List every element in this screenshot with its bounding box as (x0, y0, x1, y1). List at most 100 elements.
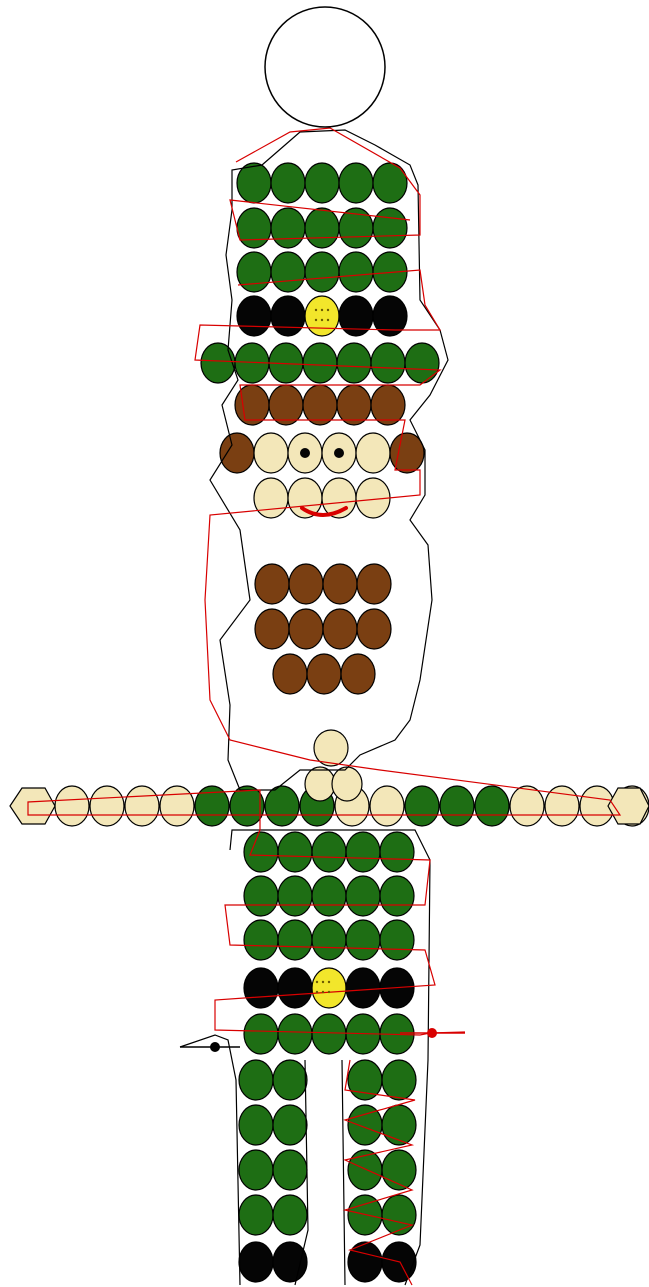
green-bead (311, 875, 347, 917)
black-bead (338, 295, 374, 337)
brown-bead (336, 384, 372, 426)
green-bead (379, 875, 415, 917)
smile-icon (300, 506, 348, 517)
green-bead (243, 831, 279, 873)
cream-bead (159, 785, 195, 827)
buckle-detail-icon (326, 308, 330, 312)
buckle-detail-icon (320, 308, 324, 312)
green-bead (474, 785, 510, 827)
cream-bead (355, 432, 391, 474)
green-bead (277, 875, 313, 917)
brown-bead (268, 384, 304, 426)
black-bead (270, 295, 306, 337)
brown-bead (302, 384, 338, 426)
green-bead (345, 875, 381, 917)
brown-bead (272, 653, 308, 695)
red-string-end-dot-icon (427, 1028, 437, 1038)
green-bead (243, 875, 279, 917)
green-bead (311, 1013, 347, 1055)
green-bead (236, 251, 272, 293)
brown-bead (288, 563, 324, 605)
green-bead (338, 251, 374, 293)
black-bead (236, 295, 272, 337)
green-bead (277, 919, 313, 961)
green-bead (194, 785, 230, 827)
green-bead (345, 919, 381, 961)
green-bead (200, 342, 236, 384)
green-bead (304, 251, 340, 293)
buckle-detail-icon (326, 318, 330, 322)
green-bead (379, 919, 415, 961)
black-bead (272, 1241, 308, 1283)
brown-bead (219, 432, 255, 474)
green-bead (272, 1059, 308, 1101)
green-bead (404, 342, 440, 384)
black-string-end-dot-icon (210, 1042, 220, 1052)
right-eye-icon (334, 448, 344, 458)
green-bead (270, 251, 306, 293)
green-bead (372, 207, 408, 249)
cream-bead (304, 766, 336, 802)
cream-bead (89, 785, 125, 827)
brown-bead (389, 432, 425, 474)
black-bead (345, 967, 381, 1009)
brown-bead (254, 563, 290, 605)
green-bead (372, 162, 408, 204)
buckle-detail-icon (314, 318, 318, 322)
green-bead (238, 1149, 274, 1191)
cream-bead (313, 729, 349, 767)
green-bead (381, 1059, 417, 1101)
black-bead (238, 1241, 274, 1283)
black-string-path (209, 129, 449, 791)
green-bead (439, 785, 475, 827)
green-bead (404, 785, 440, 827)
buckle-detail-icon (320, 318, 324, 322)
green-bead (338, 162, 374, 204)
decoration-layer (180, 6, 465, 1052)
brown-bead (254, 608, 290, 650)
left-hand-bead (9, 787, 56, 825)
green-bead (236, 162, 272, 204)
green-bead (270, 162, 306, 204)
cream-bead (331, 766, 363, 802)
brown-bead (356, 608, 392, 650)
brown-bead (234, 384, 270, 426)
green-bead (336, 342, 372, 384)
green-bead (304, 207, 340, 249)
green-bead (311, 919, 347, 961)
green-bead (379, 831, 415, 873)
green-bead (272, 1149, 308, 1191)
green-bead (370, 342, 406, 384)
cream-bead (54, 785, 90, 827)
hanging-ring-icon (264, 6, 386, 128)
brown-bead (288, 608, 324, 650)
brown-bead (322, 608, 358, 650)
green-bead (277, 1013, 313, 1055)
green-bead (272, 1104, 308, 1146)
green-bead (311, 831, 347, 873)
buckle-detail-icon (327, 990, 331, 994)
red-string-path-leg (342, 1059, 416, 1286)
yellow-bead (304, 295, 340, 337)
black-bead (243, 967, 279, 1009)
green-bead (238, 1194, 274, 1236)
brown-bead (322, 563, 358, 605)
green-bead (302, 342, 338, 384)
buckle-detail-icon (315, 980, 319, 984)
green-bead (229, 785, 265, 827)
green-bead (381, 1104, 417, 1146)
brown-bead (370, 384, 406, 426)
green-bead (345, 831, 381, 873)
green-bead (277, 831, 313, 873)
yellow-bead (311, 967, 347, 1009)
brown-bead (356, 563, 392, 605)
green-bead (243, 1013, 279, 1055)
buckle-detail-icon (327, 980, 331, 984)
cream-bead (253, 477, 289, 519)
green-bead (270, 207, 306, 249)
green-bead (236, 207, 272, 249)
string-path-layer (27, 127, 622, 1286)
green-bead (238, 1059, 274, 1101)
green-bead (238, 1104, 274, 1146)
